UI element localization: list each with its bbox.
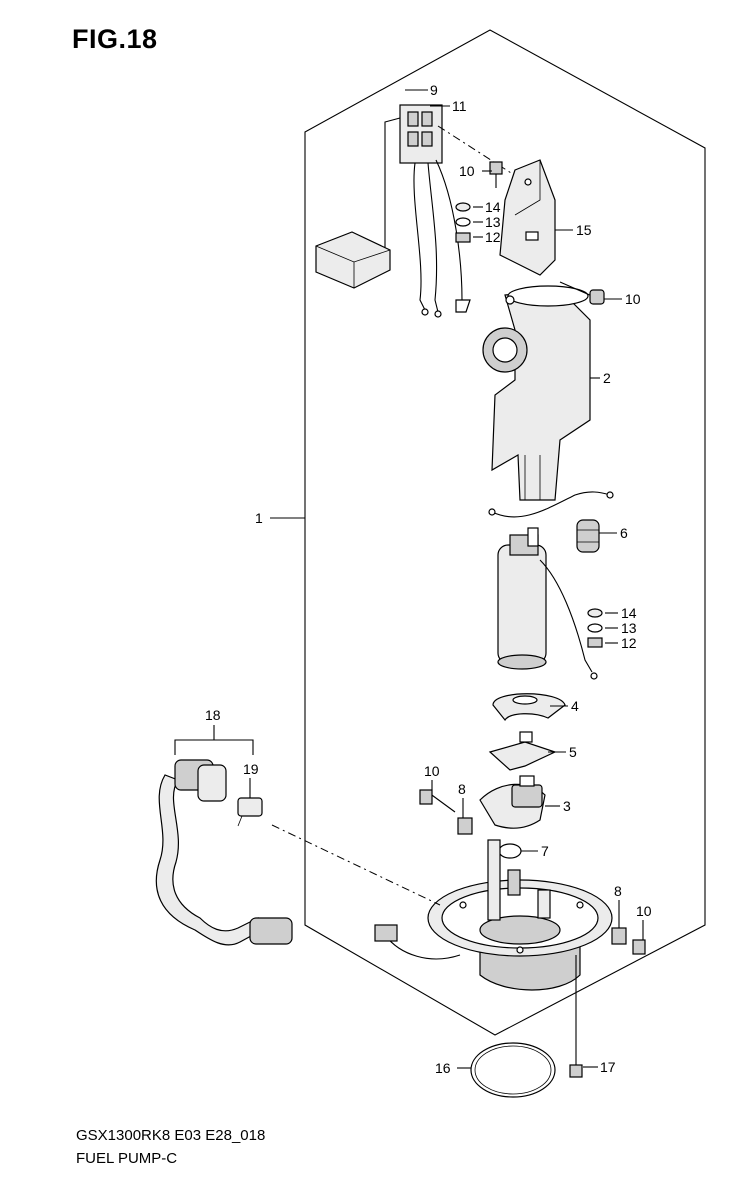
- callout-10b: 10: [625, 291, 641, 307]
- hardware-set-upper[interactable]: [455, 202, 471, 243]
- figure-name: FUEL PUMP-C: [76, 1150, 178, 1167]
- external-fuel-hose[interactable]: [155, 759, 293, 946]
- screw-10-top[interactable]: [489, 161, 503, 188]
- callout-8b: 8: [614, 883, 622, 899]
- callout-12b: 12: [621, 635, 637, 651]
- screw-10-right[interactable]: [559, 281, 605, 305]
- callout-10a: 10: [459, 163, 475, 179]
- callout-11: 11: [452, 98, 467, 114]
- callout-7: 7: [541, 843, 549, 859]
- callout-12a: 12: [485, 229, 501, 245]
- ground-wire: [491, 491, 611, 518]
- callout-14b: 14: [621, 605, 637, 621]
- callout-13b: 13: [621, 620, 637, 636]
- callout-4: 4: [571, 698, 579, 714]
- bolt-17[interactable]: [569, 1052, 583, 1078]
- fuel-filter-3[interactable]: [479, 775, 546, 829]
- callout-6: 6: [620, 525, 628, 541]
- callout-10c: 10: [424, 763, 440, 779]
- pump-holder-4[interactable]: [492, 693, 566, 722]
- callout-1: 1: [255, 510, 263, 526]
- figure-title: FIG.18: [72, 24, 158, 54]
- o-ring-7[interactable]: [498, 843, 522, 859]
- callout-5: 5: [569, 744, 577, 760]
- seal-ring-16[interactable]: [470, 1042, 556, 1098]
- clip-8-left[interactable]: [457, 817, 473, 835]
- leader-lines: [249, 89, 644, 1069]
- callout-16: 16: [435, 1060, 451, 1076]
- assembly-boundary: [304, 29, 706, 1036]
- fuel-pump-motor[interactable]: [497, 527, 598, 680]
- clip-8-right[interactable]: [611, 927, 627, 945]
- callout-18: 18: [205, 707, 221, 723]
- pump-housing[interactable]: [482, 285, 591, 501]
- bolt-10-right[interactable]: [632, 939, 646, 955]
- callout-8a: 8: [458, 781, 466, 797]
- grommet[interactable]: [576, 519, 600, 553]
- hose-clip-19[interactable]: [237, 797, 263, 827]
- callout-2: 2: [603, 370, 611, 386]
- pump-plate-5[interactable]: [488, 731, 557, 771]
- model-code: GSX1300RK8 E03 E28_018: [76, 1127, 266, 1144]
- callout-3: 3: [563, 798, 571, 814]
- pump-base-plate[interactable]: [427, 839, 613, 991]
- callout-17: 17: [600, 1059, 616, 1075]
- fuel-level-sender[interactable]: [315, 104, 471, 318]
- callout-10d: 10: [636, 903, 652, 919]
- callout-19: 19: [243, 761, 259, 777]
- bolt-10-left[interactable]: [419, 789, 456, 813]
- callout-14a: 14: [485, 199, 501, 215]
- hardware-set-lower[interactable]: [587, 608, 603, 648]
- callout-13a: 13: [485, 214, 501, 230]
- callout-9: 9: [430, 82, 438, 98]
- pump-bracket[interactable]: [499, 159, 556, 276]
- callout-15: 15: [576, 222, 592, 238]
- callout-labels: 1 2 3 4 5 6 7 8 8 9 10 10 10 10 11 12 12…: [205, 82, 652, 1076]
